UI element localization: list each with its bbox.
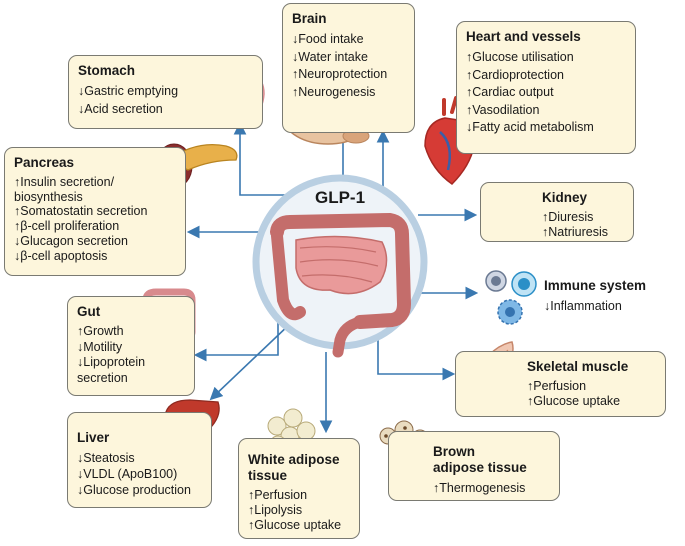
wat-box: White adipose tissue ↑Perfusion ↑Lipolys…: [238, 438, 360, 539]
bat-box: Brown adipose tissue ↑Thermogenesis: [388, 431, 560, 501]
brain-line: ↓Food intake: [292, 32, 364, 46]
heart-line: ↓Fatty acid metabolism: [466, 120, 594, 134]
pancreas-title: Pancreas: [14, 155, 75, 170]
bat-title: Brown adipose tissue: [433, 444, 527, 475]
brain-box: Brain ↓Food intake ↓Water intake ↑Neurop…: [282, 3, 415, 133]
muscle-line: ↑Perfusion: [527, 379, 587, 393]
kidney-title: Kidney: [542, 190, 588, 205]
bat-line: ↑Thermogenesis: [433, 481, 526, 495]
liver-title: Liver: [77, 430, 110, 445]
heart-box: Heart and vessels ↑Glucose utilisation ↑…: [456, 21, 636, 154]
wat-line: ↑Lipolysis: [248, 503, 303, 517]
arrow-to-liver: [209, 321, 293, 401]
heart-line: ↑Glucose utilisation: [466, 50, 574, 64]
stomach-line: ↓Acid secretion: [78, 101, 163, 116]
kidney-box: Kidney ↑Diuresis ↑Natriuresis: [480, 182, 634, 242]
gut-line: ↓Motility: [77, 339, 123, 354]
gut-box: Gut ↑Growth ↓Motility ↓Lipoprotein secre…: [67, 296, 195, 396]
brain-line: ↓Water intake: [292, 49, 368, 64]
heart-line: ↑Cardioprotection: [466, 67, 564, 82]
liver-line: ↓VLDL (ApoB100): [77, 467, 178, 481]
intestine-illustration: [270, 212, 412, 358]
liver-line: ↓Steatosis: [77, 451, 135, 465]
pancreas-line: ↑Insulin secretion/ biosynthesis: [14, 175, 115, 204]
muscle-line: ↑Glucose uptake: [527, 394, 621, 408]
wat-line: ↑Glucose uptake: [248, 518, 342, 532]
pancreas-box: Pancreas ↑Insulin secretion/ biosynthesi…: [4, 147, 186, 276]
muscle-title: Skeletal muscle: [527, 359, 629, 374]
kidney-line: ↑Natriuresis: [542, 225, 608, 239]
gut-line: ↓Lipoprotein secretion: [77, 355, 146, 385]
gut-line: ↑Growth: [77, 324, 124, 338]
heart-title: Heart and vessels: [466, 29, 581, 44]
arrow-to-stomach: [233, 121, 305, 196]
wat-title: White adipose tissue: [248, 452, 340, 483]
brain-title: Brain: [292, 11, 327, 26]
pancreas-line: ↓β-cell apoptosis: [14, 249, 108, 263]
wat-line: ↑Perfusion: [248, 488, 308, 502]
brain-line: ↑Neurogenesis: [292, 84, 376, 99]
immune-cells-illustration: [485, 270, 537, 325]
center-title: GLP-1: [314, 188, 366, 207]
heart-line: ↑Cardiac output: [466, 85, 554, 99]
immune-box: Immune system ↓Inflammation: [482, 265, 675, 329]
liver-line: ↓Glucose production: [77, 483, 191, 497]
brain-line: ↑Neuroprotection: [292, 67, 388, 81]
pancreas-line: ↑Somatostatin secretion: [14, 204, 148, 218]
liver-box: Liver ↓Steatosis ↓VLDL (ApoB100) ↓Glucos…: [67, 412, 212, 508]
immune-line: ↓Inflammation: [544, 299, 622, 313]
pancreas-line: ↑β-cell proliferation: [14, 219, 120, 233]
arrow-to-muscle: [377, 333, 456, 381]
stomach-title: Stomach: [78, 63, 136, 78]
immune-title: Immune system: [544, 278, 647, 293]
pancreas-line: ↓Glucagon secretion: [14, 234, 128, 248]
heart-line: ↑Vasodilation: [466, 102, 540, 117]
kidney-line: ↑Diuresis: [542, 210, 594, 224]
stomach-line: ↓Gastric emptying: [78, 84, 179, 98]
stomach-box: Stomach ↓Gastric emptying ↓Acid secretio…: [68, 55, 263, 129]
muscle-box: Skeletal muscle ↑Perfusion ↑Glucose upta…: [455, 351, 666, 417]
gut-title: Gut: [77, 304, 101, 319]
